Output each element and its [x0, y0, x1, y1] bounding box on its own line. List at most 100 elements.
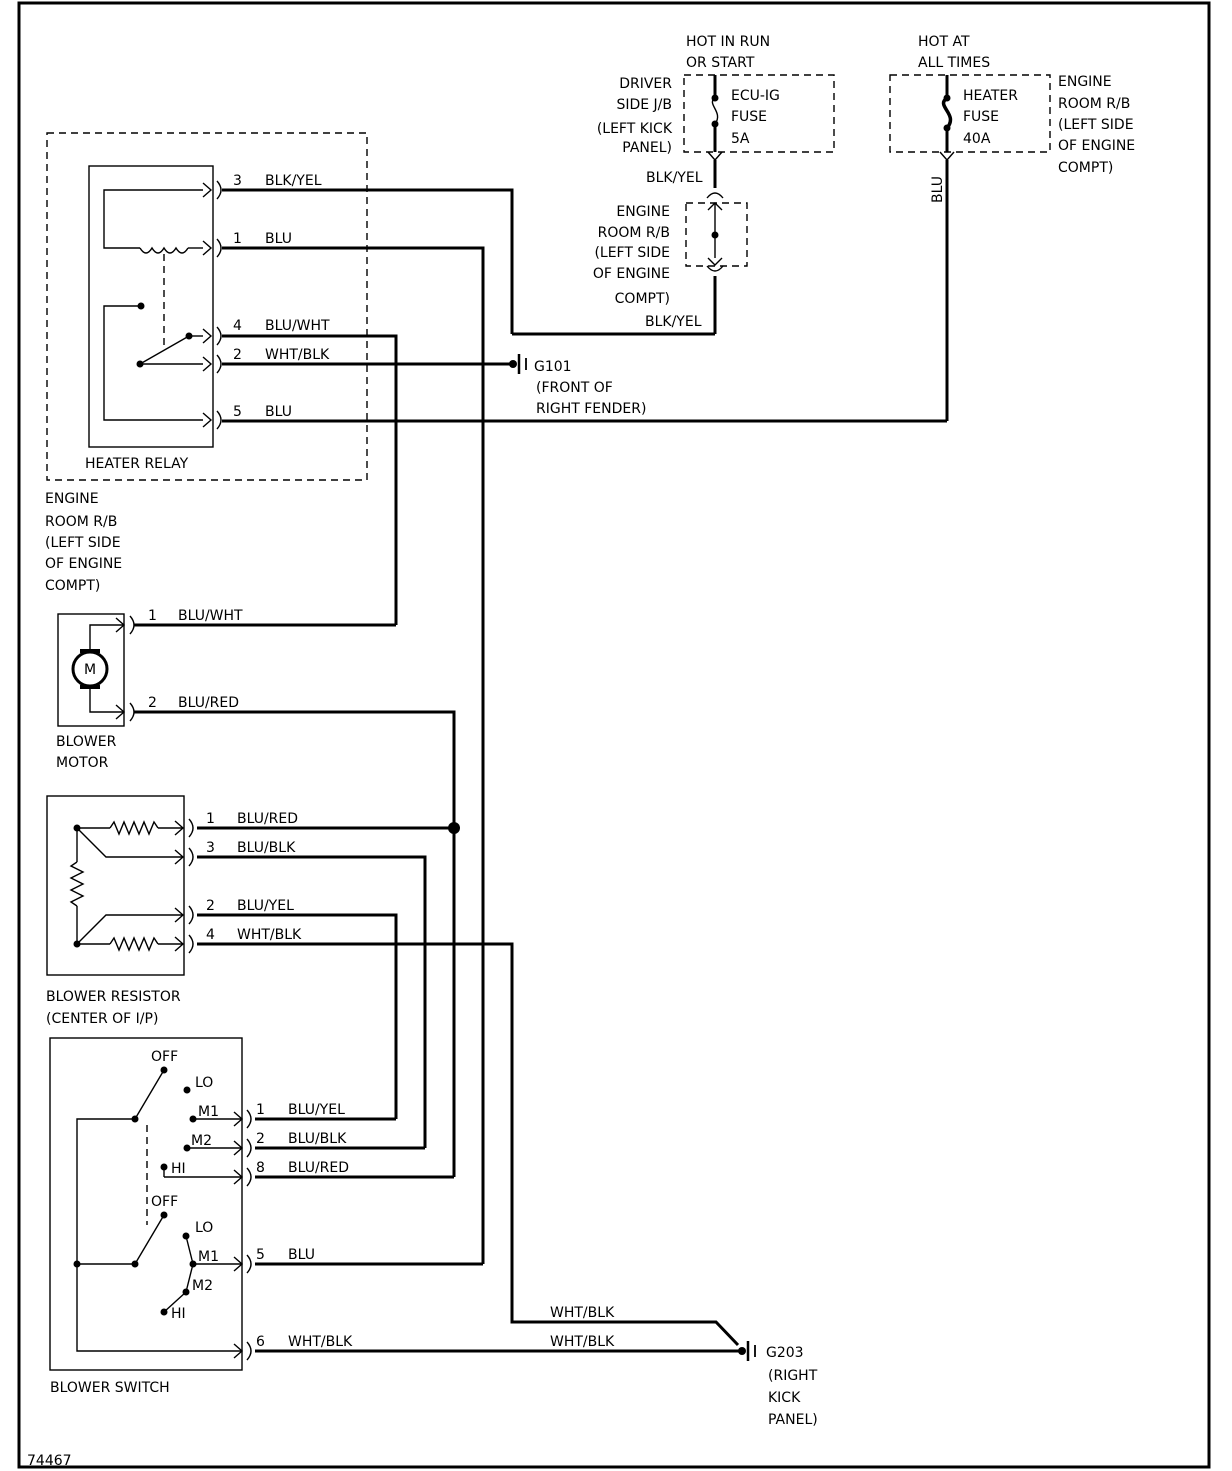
driver-side-jb: DRIVER SIDE J/B (LEFT KICK PANEL) [597, 74, 835, 156]
svg-text:BLOWER: BLOWER [56, 734, 117, 750]
svg-text:ROOM R/B: ROOM R/B [1058, 96, 1130, 112]
svg-text:FUSE: FUSE [963, 109, 999, 125]
svg-text:G101: G101 [534, 359, 572, 375]
motor-symbol: M [84, 662, 96, 678]
svg-text:(CENTER OF I/P): (CENTER OF I/P) [46, 1011, 158, 1027]
svg-text:BLU/BLK: BLU/BLK [288, 1131, 347, 1147]
svg-text:2: 2 [256, 1131, 265, 1147]
blower-motor: M BLOWER MOTOR [56, 613, 135, 771]
engine-room-rb-mid: ENGINE ROOM R/B (LEFT SIDE OF ENGINE COM… [512, 202, 748, 336]
svg-text:BLU: BLU [265, 404, 292, 420]
svg-text:OF ENGINE: OF ENGINE [1058, 138, 1135, 154]
svg-text:M2: M2 [192, 1278, 213, 1294]
relay-pin-3-wire: 3 BLK/YEL [222, 173, 514, 334]
svg-text:BLU/YEL: BLU/YEL [288, 1102, 345, 1118]
switch-pin-2-wire: 2 BLU/BLK [255, 1131, 425, 1150]
svg-text:2: 2 [233, 347, 242, 363]
svg-text:1: 1 [233, 231, 242, 247]
svg-text:ECU-IG: ECU-IG [731, 88, 780, 104]
svg-text:OF ENGINE: OF ENGINE [593, 266, 670, 282]
svg-text:BLU/WHT: BLU/WHT [265, 318, 330, 334]
blower-resistor: BLOWER RESISTOR (CENTER OF I/P) [46, 795, 194, 1027]
svg-text:(LEFT KICK: (LEFT KICK [597, 121, 673, 137]
svg-text:BLU: BLU [265, 231, 292, 247]
svg-text:SIDE J/B: SIDE J/B [616, 97, 672, 113]
relay-pin-4-wire: 4 BLU/WHT [222, 318, 398, 625]
svg-text:G203: G203 [766, 1345, 804, 1361]
power-run-start: HOT IN RUN OR START [686, 34, 770, 71]
svg-text:ROOM R/B: ROOM R/B [45, 514, 117, 530]
svg-text:5: 5 [256, 1247, 265, 1263]
svg-text:HI: HI [171, 1161, 186, 1177]
svg-text:3: 3 [233, 173, 242, 189]
svg-text:WHT/BLK: WHT/BLK [288, 1334, 353, 1350]
svg-text:COMPT): COMPT) [1058, 160, 1113, 176]
svg-text:M1: M1 [198, 1104, 219, 1120]
relay-pin-1-wire: 1 BLU [222, 231, 485, 1264]
svg-text:PANEL): PANEL) [622, 140, 672, 156]
heater-relay-label: HEATER RELAY [85, 456, 189, 472]
motor-pin-1-wire: 1 BLU/WHT [134, 608, 396, 627]
svg-text:PANEL): PANEL) [768, 1412, 818, 1428]
svg-text:ALL TIMES: ALL TIMES [918, 55, 990, 71]
switch-pin-5-wire: 5 BLU [255, 1247, 483, 1266]
svg-text:HOT IN RUN: HOT IN RUN [686, 34, 770, 50]
svg-text:4: 4 [233, 318, 242, 334]
svg-text:BLK/YEL: BLK/YEL [646, 170, 703, 186]
svg-text:WHT/BLK: WHT/BLK [550, 1334, 615, 1350]
engine-room-rb-left: ENGINE ROOM R/B (LEFT SIDE OF ENGINE COM… [45, 132, 368, 594]
resistor-pin-1-wire: 1 BLU/RED [197, 811, 460, 834]
svg-text:COMPT): COMPT) [615, 291, 670, 307]
svg-text:(RIGHT: (RIGHT [768, 1368, 818, 1384]
svg-text:KICK: KICK [768, 1390, 801, 1406]
svg-text:BLK/YEL: BLK/YEL [645, 314, 702, 330]
svg-text:5A: 5A [731, 131, 750, 147]
svg-text:BLU/BLK: BLU/BLK [237, 840, 296, 856]
resistor-pin-3-wire: 3 BLU/BLK [197, 840, 427, 1148]
svg-text:ROOM R/B: ROOM R/B [598, 225, 670, 241]
svg-text:BLU/RED: BLU/RED [288, 1160, 349, 1176]
svg-text:BLU/YEL: BLU/YEL [237, 898, 294, 914]
svg-text:BLU: BLU [930, 176, 946, 203]
svg-text:M2: M2 [191, 1133, 212, 1149]
svg-text:8: 8 [256, 1160, 265, 1176]
svg-text:OFF: OFF [151, 1194, 178, 1210]
svg-text:WHT/BLK: WHT/BLK [237, 927, 302, 943]
svg-text:BLOWER RESISTOR: BLOWER RESISTOR [46, 989, 181, 1005]
svg-text:(LEFT SIDE: (LEFT SIDE [1058, 117, 1134, 133]
ground-g203: WHT/BLK WHT/BLK G203 (RIGHT KICK PANEL) [550, 1305, 818, 1428]
svg-text:40A: 40A [963, 131, 991, 147]
switch-pin-8-wire: 8 BLU/RED [255, 1160, 454, 1179]
svg-text:6: 6 [256, 1334, 265, 1350]
svg-text:BLU/RED: BLU/RED [178, 695, 239, 711]
heater-relay: HEATER RELAY [85, 165, 222, 472]
diagram-frame [17, 1, 1211, 1469]
resistor-pin-4-wire: 4 WHT/BLK [197, 927, 740, 1347]
blower-switch-label: BLOWER SWITCH [50, 1380, 170, 1396]
switch-pin-6-wire: 6 WHT/BLK [255, 1334, 742, 1353]
relay-pin-2-wire: 2 WHT/BLK [222, 347, 512, 366]
svg-text:M1: M1 [198, 1249, 219, 1265]
svg-text:OFF: OFF [151, 1049, 178, 1065]
svg-text:OR START: OR START [686, 55, 755, 71]
wire-blu-feed: BLU [930, 151, 955, 421]
svg-text:ENGINE: ENGINE [616, 204, 670, 220]
svg-text:OF ENGINE: OF ENGINE [45, 556, 122, 572]
svg-text:4: 4 [206, 927, 215, 943]
resistor-pin-2-wire: 2 BLU/YEL [197, 898, 398, 1119]
svg-text:HEATER: HEATER [963, 88, 1018, 104]
svg-text:1: 1 [256, 1102, 265, 1118]
svg-text:BLU: BLU [288, 1247, 315, 1263]
svg-text:BLU/WHT: BLU/WHT [178, 608, 243, 624]
svg-text:BLK/YEL: BLK/YEL [265, 173, 322, 189]
switch-pin-1-wire: 1 BLU/YEL [255, 1102, 396, 1121]
diagram-id: 74467 [27, 1453, 72, 1469]
motor-pin-2-wire: 2 BLU/RED [134, 695, 456, 1177]
svg-text:HOT AT: HOT AT [918, 34, 970, 50]
ecu-ig-fuse: ECU-IG FUSE 5A [711, 75, 780, 152]
svg-text:1: 1 [206, 811, 215, 827]
svg-text:ENGINE: ENGINE [1058, 74, 1112, 90]
svg-text:LO: LO [195, 1220, 213, 1236]
svg-text:HI: HI [171, 1306, 186, 1322]
